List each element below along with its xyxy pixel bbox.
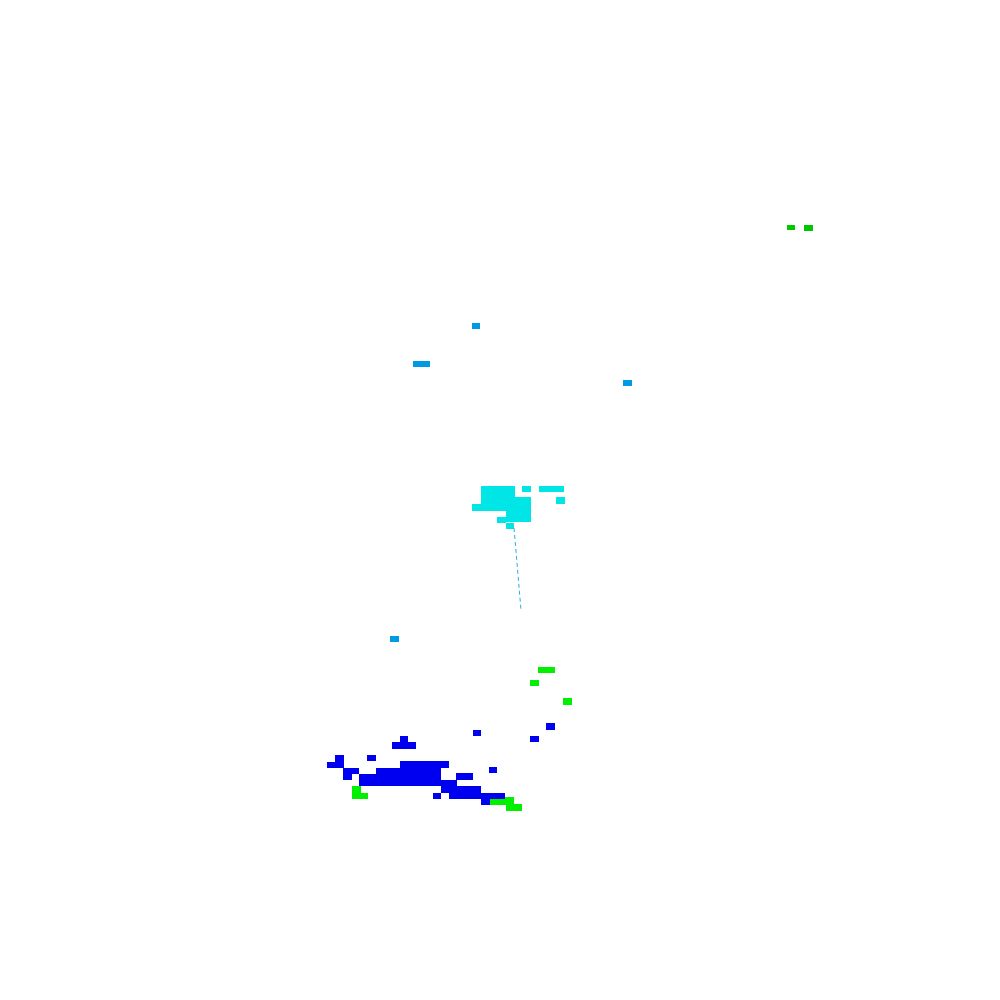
pixel-block bbox=[433, 793, 441, 799]
pixel-block bbox=[556, 497, 565, 504]
pixel-block bbox=[539, 486, 564, 492]
pixel-block bbox=[441, 786, 481, 793]
pixel-block bbox=[489, 767, 497, 773]
green-pair-cluster bbox=[787, 225, 813, 231]
pixel-block bbox=[787, 225, 795, 230]
blue-mass-cluster bbox=[327, 723, 555, 805]
pixel-block bbox=[530, 736, 539, 742]
pixel-block bbox=[506, 506, 531, 522]
pixel-block bbox=[506, 804, 522, 811]
pixel-block bbox=[530, 680, 539, 686]
pixel-block bbox=[497, 497, 531, 508]
pixel-block bbox=[400, 736, 408, 743]
pixel-block bbox=[343, 774, 352, 780]
pixel-block bbox=[343, 768, 359, 774]
pixel-block bbox=[392, 742, 416, 749]
sky-blue-scatter bbox=[390, 323, 632, 642]
pixel-layer bbox=[327, 225, 813, 811]
pixel-block bbox=[400, 768, 441, 786]
pixel-block bbox=[522, 486, 531, 492]
pixel-block bbox=[804, 225, 813, 231]
pixel-block bbox=[456, 773, 473, 780]
pixel-block bbox=[563, 698, 572, 705]
green-scatter bbox=[352, 667, 572, 811]
pixel-block bbox=[449, 793, 505, 799]
pixel-block bbox=[623, 380, 632, 386]
pixel-block bbox=[352, 793, 368, 799]
pixel-block bbox=[441, 780, 457, 787]
pixel-block bbox=[506, 523, 514, 529]
pixel-block bbox=[472, 323, 480, 329]
pixel-block bbox=[376, 768, 400, 775]
pixel-block bbox=[481, 799, 490, 805]
pixel-block bbox=[489, 797, 514, 805]
pixel-block bbox=[497, 517, 506, 523]
pixel-block bbox=[390, 636, 399, 642]
pixel-block bbox=[473, 730, 481, 736]
pixel-block bbox=[538, 667, 555, 673]
pixel-block bbox=[359, 774, 400, 786]
pixel-block bbox=[335, 755, 344, 763]
pixel-block bbox=[546, 723, 555, 730]
pixel-block bbox=[413, 361, 430, 367]
pixel-block bbox=[352, 786, 361, 793]
pixel-block bbox=[327, 762, 344, 768]
pixel-block bbox=[400, 761, 449, 768]
pixel-block bbox=[472, 504, 508, 511]
cyan-blob-cluster bbox=[472, 486, 565, 529]
pixel-block bbox=[367, 755, 376, 761]
